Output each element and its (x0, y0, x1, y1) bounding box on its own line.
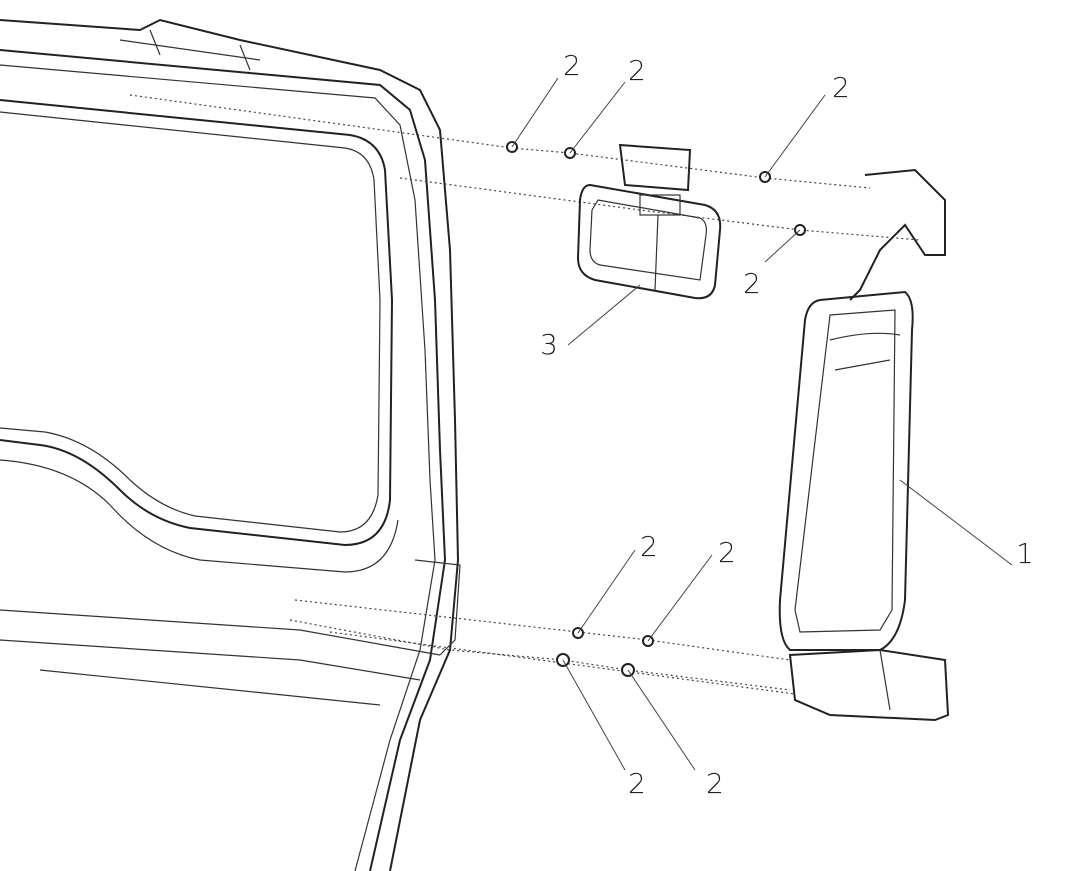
callout-nut-low-1: 2 (640, 530, 658, 563)
leader-lines (511, 77, 1013, 771)
callout-nut-bottom-1: 2 (628, 767, 646, 800)
callout-nut-top-1: 2 (563, 49, 581, 82)
main-mirror (778, 168, 950, 722)
callout-nut-mid: 2 (743, 267, 761, 300)
callout-labels: 2 2 2 2 2 2 2 2 3 1 (540, 49, 1034, 800)
cab-door-frame (0, 18, 461, 871)
nuts (506, 141, 806, 677)
callout-nut-top-3: 2 (832, 71, 850, 104)
callout-nut-top-2: 2 (628, 54, 646, 87)
auxiliary-mirror (576, 143, 722, 300)
callout-nut-bottom-2: 2 (706, 767, 724, 800)
door-window (0, 99, 399, 573)
callout-auxiliary-mirror: 3 (540, 328, 558, 361)
callout-main-mirror: 1 (1016, 537, 1034, 570)
callout-nut-low-2: 2 (718, 536, 736, 569)
assembly-lines (129, 94, 921, 695)
